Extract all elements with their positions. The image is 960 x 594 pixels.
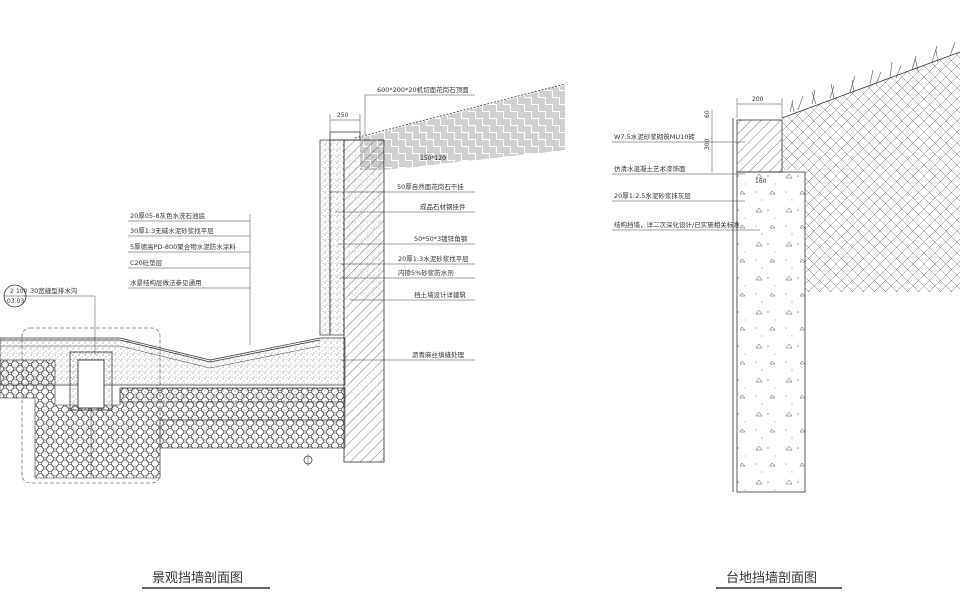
ref-sheet: 03.03 [7,298,24,305]
grass-icon [789,41,956,113]
dim-200: 200 [752,96,764,103]
left-section-title: 景观挡墙剖面图 [152,571,243,586]
concrete-band-2 [159,419,346,449]
dim-300: 300 [704,138,711,150]
left-callouts [24,214,251,355]
callout-structure-wall: 结构挡墙，详二次深化设计/已实施相关标准 [614,220,740,229]
terrace-wall-body [736,171,806,493]
grass-line [354,83,566,139]
callout-cladding: 50厚自然面花岗石干挂 [397,182,464,191]
brick-coping [736,119,783,173]
concrete-band-1 [119,387,346,403]
top-callouts [330,94,475,361]
drain-channel [77,359,105,409]
mortar-layer [329,139,345,336]
callout-coping: 600*200*20机切面花岗石顶面 [377,85,469,94]
pond-floor-line2 [0,345,321,369]
dim-60: 60 [704,110,711,118]
callout-membrane: 5厚德高PD-800聚合物水泥防水涂料 [130,242,236,251]
callout-joint: 沥青麻丝填缝处理 [412,350,465,359]
callout-drain: 30宽缝型排水沟 [30,286,77,295]
callout-structure: 水景结构层做法参见通用 [130,278,202,287]
callout-angle-steel: 50*50*3镀锌角钢 [414,234,468,243]
callout-hanger: 成品石材钢挂件 [420,202,466,211]
top-soil-slope [360,85,565,170]
callout-leveling-layer: 30厚1:3无碱水泥砂浆找平层 [130,226,214,235]
detail-dash-box [21,327,161,484]
right-callouts [612,141,760,231]
callout-plaster: 20厚1:2.5水泥砂浆抹灰层 [614,191,691,200]
callout-leveling: 20厚1:3水泥砂浆找平层 [398,254,469,263]
dim-250: 250 [337,112,349,119]
callout-c20: C20砼垫层 [130,258,163,267]
pond-floor-topline [0,339,321,363]
landscape-retaining-wall-section: 250 150*120 600*200*20机切面花岗石顶面 50厚自然面花岗石… [0,83,566,589]
callout-wall-design: 挡土墙设计详建筑 [414,290,467,299]
ground-surface [781,51,960,119]
granite-cladding [319,139,331,336]
dim-160: 160 [755,178,767,185]
earth-fill [782,52,960,292]
granite-coping [329,131,361,141]
callout-finish: 仿清水混凝土艺术漆饰面 [614,164,686,173]
ref-mid: 100 [16,288,28,295]
right-section-title: 台地挡墙剖面图 [726,571,817,586]
ref-number: 2 [10,288,14,295]
callout-brick: W7.5水泥砂浆砌筑MU10砖 [614,132,695,141]
callout-waterproof-agent: 内掺5%砂浆防水剂 [398,268,454,277]
callout-pond-floor: 20厚05-8灰色水洗石池底 [130,211,206,220]
dim-150x120: 150*120 [420,155,446,162]
terrace-retaining-wall-section: 200 60 300 160 W7.5水泥砂浆砌筑MU10砖 仿清水混凝土艺术漆… [612,41,960,589]
wall-footing-dots [346,150,382,300]
